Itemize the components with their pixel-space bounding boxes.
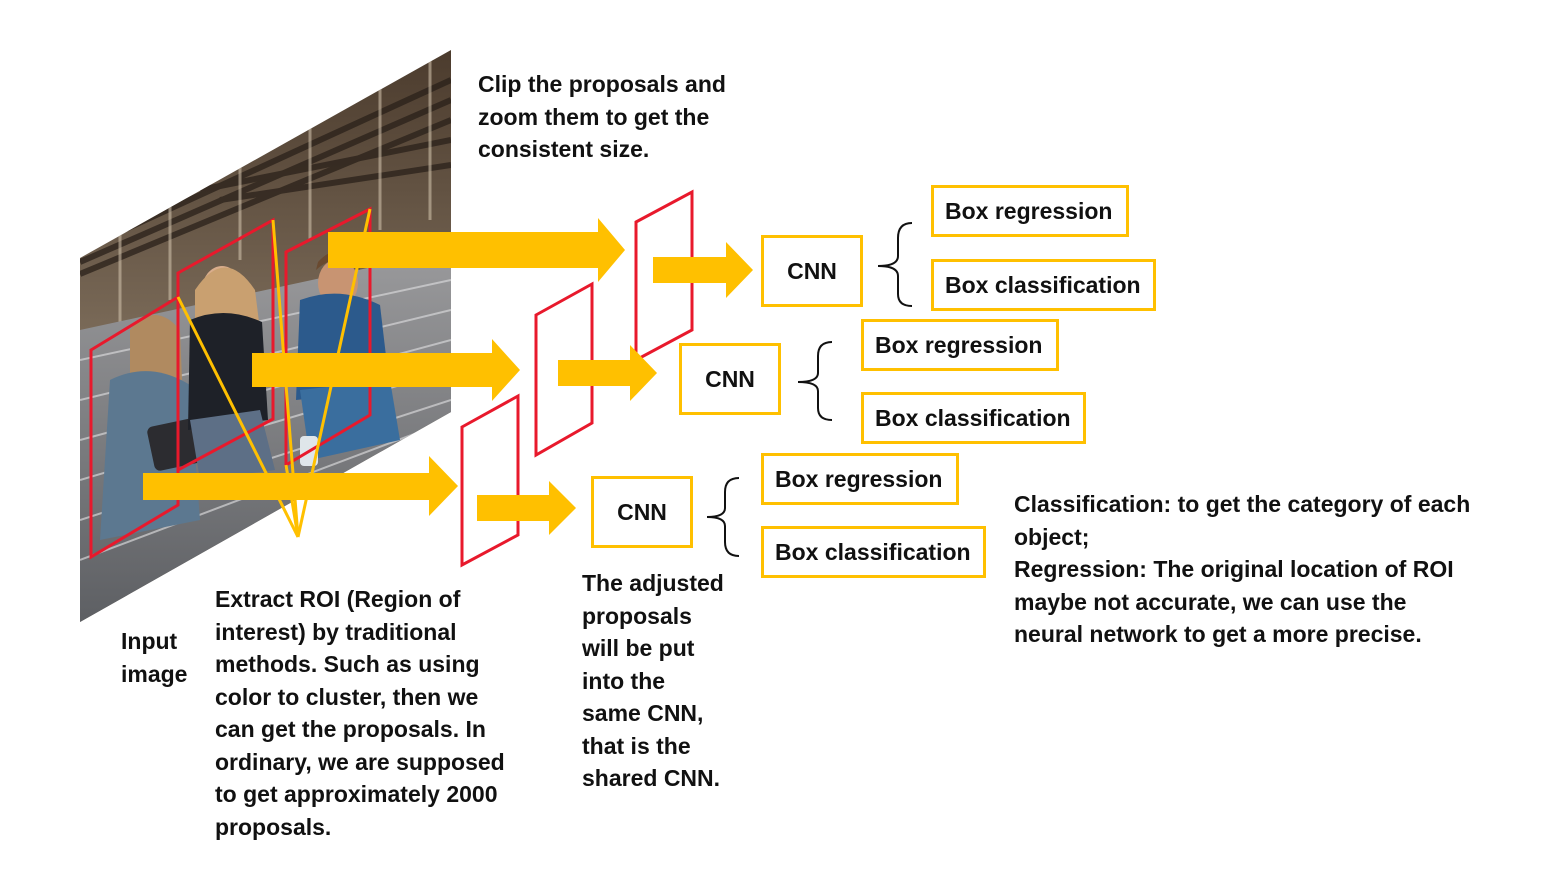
box-classification-3: Box classification [761,526,986,578]
arrow-middle [252,339,520,401]
brace-1 [877,222,913,307]
proposal-to-cnn-arrows [477,242,753,535]
proposal-bottom [460,393,520,568]
arrow-to-cnn-2 [558,345,657,401]
arrow-to-cnn-1 [653,242,753,298]
cnn-box-2: CNN [679,343,781,415]
box-classification-2: Box classification [861,392,1086,444]
input-image-label: Input image [121,628,188,687]
clip-note: Clip the proposals and zoom them to get … [478,71,726,162]
input-image [80,50,451,622]
box-regression-2: Box regression [861,319,1059,371]
brace-2 [797,341,833,421]
cnn-box-3: CNN [591,476,693,548]
arrow-to-cnn-3 [477,481,576,535]
arrow-top [328,218,625,282]
box-regression-1: Box regression [931,185,1129,237]
box-regression-3: Box regression [761,453,959,505]
cnn-box-1: CNN [761,235,863,307]
output-braces [706,222,913,557]
image-to-proposal-arrows [143,218,625,516]
roi-extraction-note: Extract ROI (Region of interest) by trad… [215,586,505,840]
shared-cnn-note: The adjusted proposals will be put into … [582,570,724,791]
brace-3 [706,477,740,557]
box-classification-1: Box classification [931,259,1156,311]
arrow-bottom [143,456,458,516]
classification-regression-note: Classification: to get the category of e… [1014,491,1471,647]
